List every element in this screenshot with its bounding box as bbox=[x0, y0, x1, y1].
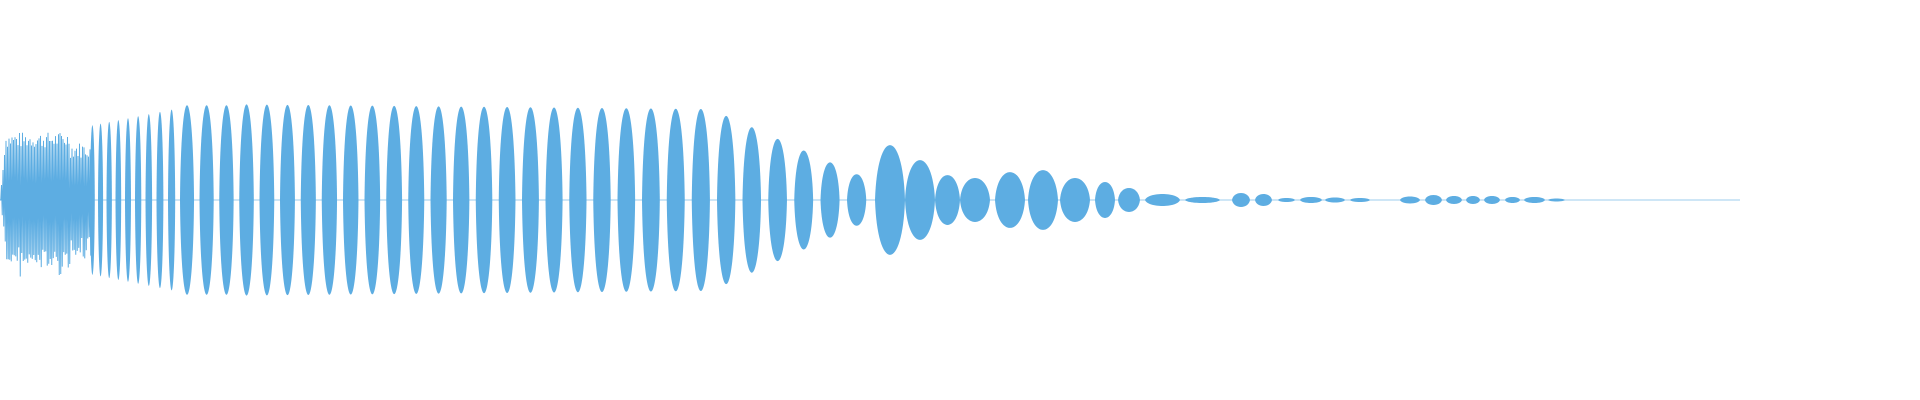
waveform-attack-noise bbox=[0, 132, 92, 277]
waveform-shapes bbox=[0, 104, 1565, 296]
